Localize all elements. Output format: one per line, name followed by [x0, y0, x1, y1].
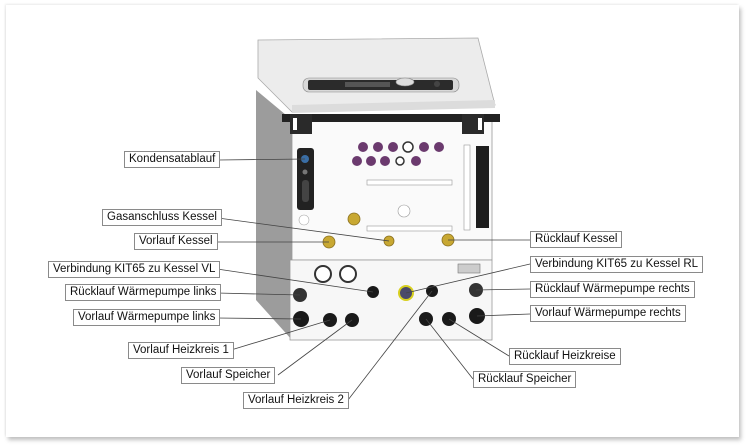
connector-block: [457, 263, 481, 274]
upper-front-panel: [291, 117, 493, 261]
label-gasanschluss-kessel: Gasanschluss Kessel: [102, 209, 222, 226]
leader-lines: [216, 158, 531, 401]
label-vorlauf-wp-rechts: Vorlauf Wärmepumpe rechts: [530, 305, 686, 322]
label-vorlauf-heizkreis-1: Vorlauf Heizkreis 1: [128, 342, 234, 359]
label-ruecklauf-speicher: Rücklauf Speicher: [473, 371, 577, 388]
purple-connectors: [352, 142, 444, 166]
top-rail: [282, 114, 500, 122]
gas-fitting-upper: [347, 212, 361, 226]
label-ruecklauf-wp-links: Rücklauf Wärmepumpe links: [65, 284, 222, 301]
terminal-strip: [476, 146, 489, 228]
label-vorlauf-speicher: Vorlauf Speicher: [181, 367, 276, 384]
label-vorlauf-kessel: Vorlauf Kessel: [134, 233, 218, 250]
label-ruecklauf-wp-rechts: Rücklauf Wärmepumpe rechts: [530, 281, 695, 298]
label-ruecklauf-kessel: Rücklauf Kessel: [530, 231, 623, 248]
side-panel: [256, 90, 292, 340]
label-vorlauf-wp-links: Vorlauf Wärmepumpe links: [73, 309, 221, 326]
label-verbindung-vl: Verbindung KIT65 zu Kessel VL: [48, 261, 221, 278]
label-vorlauf-heizkreis-2: Vorlauf Heizkreis 2: [243, 392, 349, 409]
label-verbindung-rl: Verbindung KIT65 zu Kessel RL: [530, 256, 704, 273]
label-ruecklauf-heizkreise: Rücklauf Heizkreise: [509, 348, 621, 365]
label-kondensatablauf: Kondensatablauf: [124, 151, 221, 168]
condensate-drain-panel: [297, 148, 314, 210]
